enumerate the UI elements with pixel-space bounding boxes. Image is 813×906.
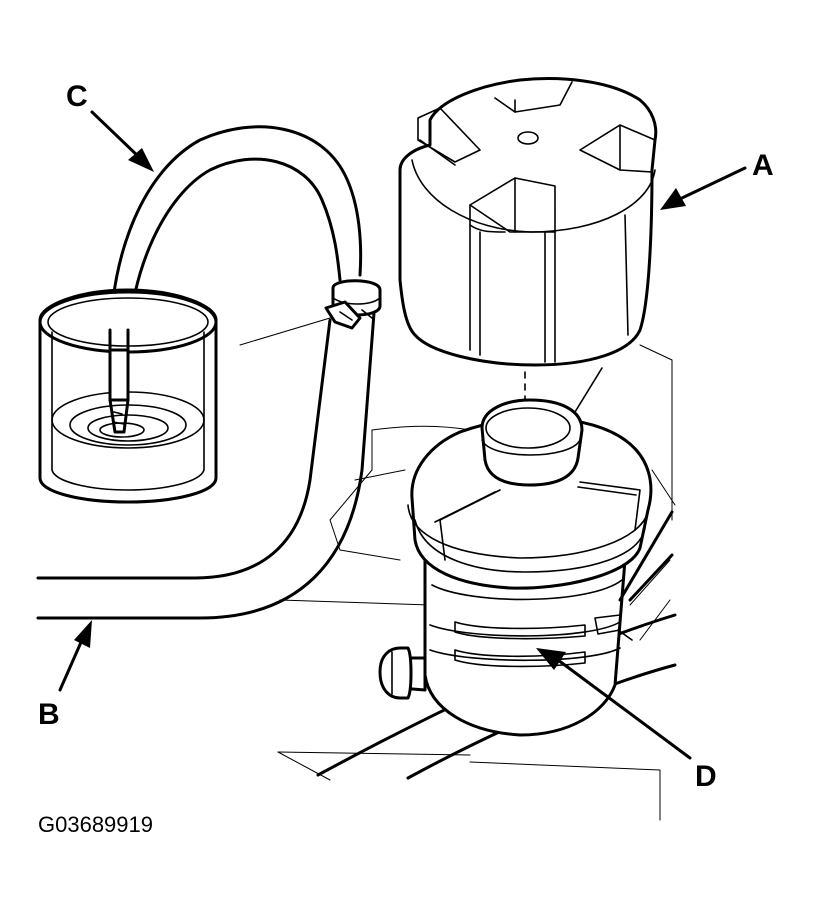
reservoir-body	[378, 510, 674, 737]
callout-b: B	[38, 698, 60, 731]
reservoir-top	[407, 398, 653, 590]
arrow-head-a	[660, 188, 686, 210]
beaker	[38, 288, 218, 504]
alignment-line	[524, 367, 603, 413]
reservoir-cap	[398, 77, 658, 367]
arrow-head-d	[536, 648, 566, 670]
leader-lines	[58, 110, 747, 760]
arrow-head-c	[128, 148, 154, 172]
callout-d: D	[695, 760, 717, 793]
callout-c: C	[66, 80, 88, 113]
background-lines	[239, 317, 676, 821]
hose-b	[36, 298, 377, 620]
figure-id: G03689919	[38, 812, 153, 837]
hose-clamp	[324, 279, 382, 330]
arrow-head-b	[74, 620, 92, 648]
callout-a: A	[752, 149, 774, 182]
